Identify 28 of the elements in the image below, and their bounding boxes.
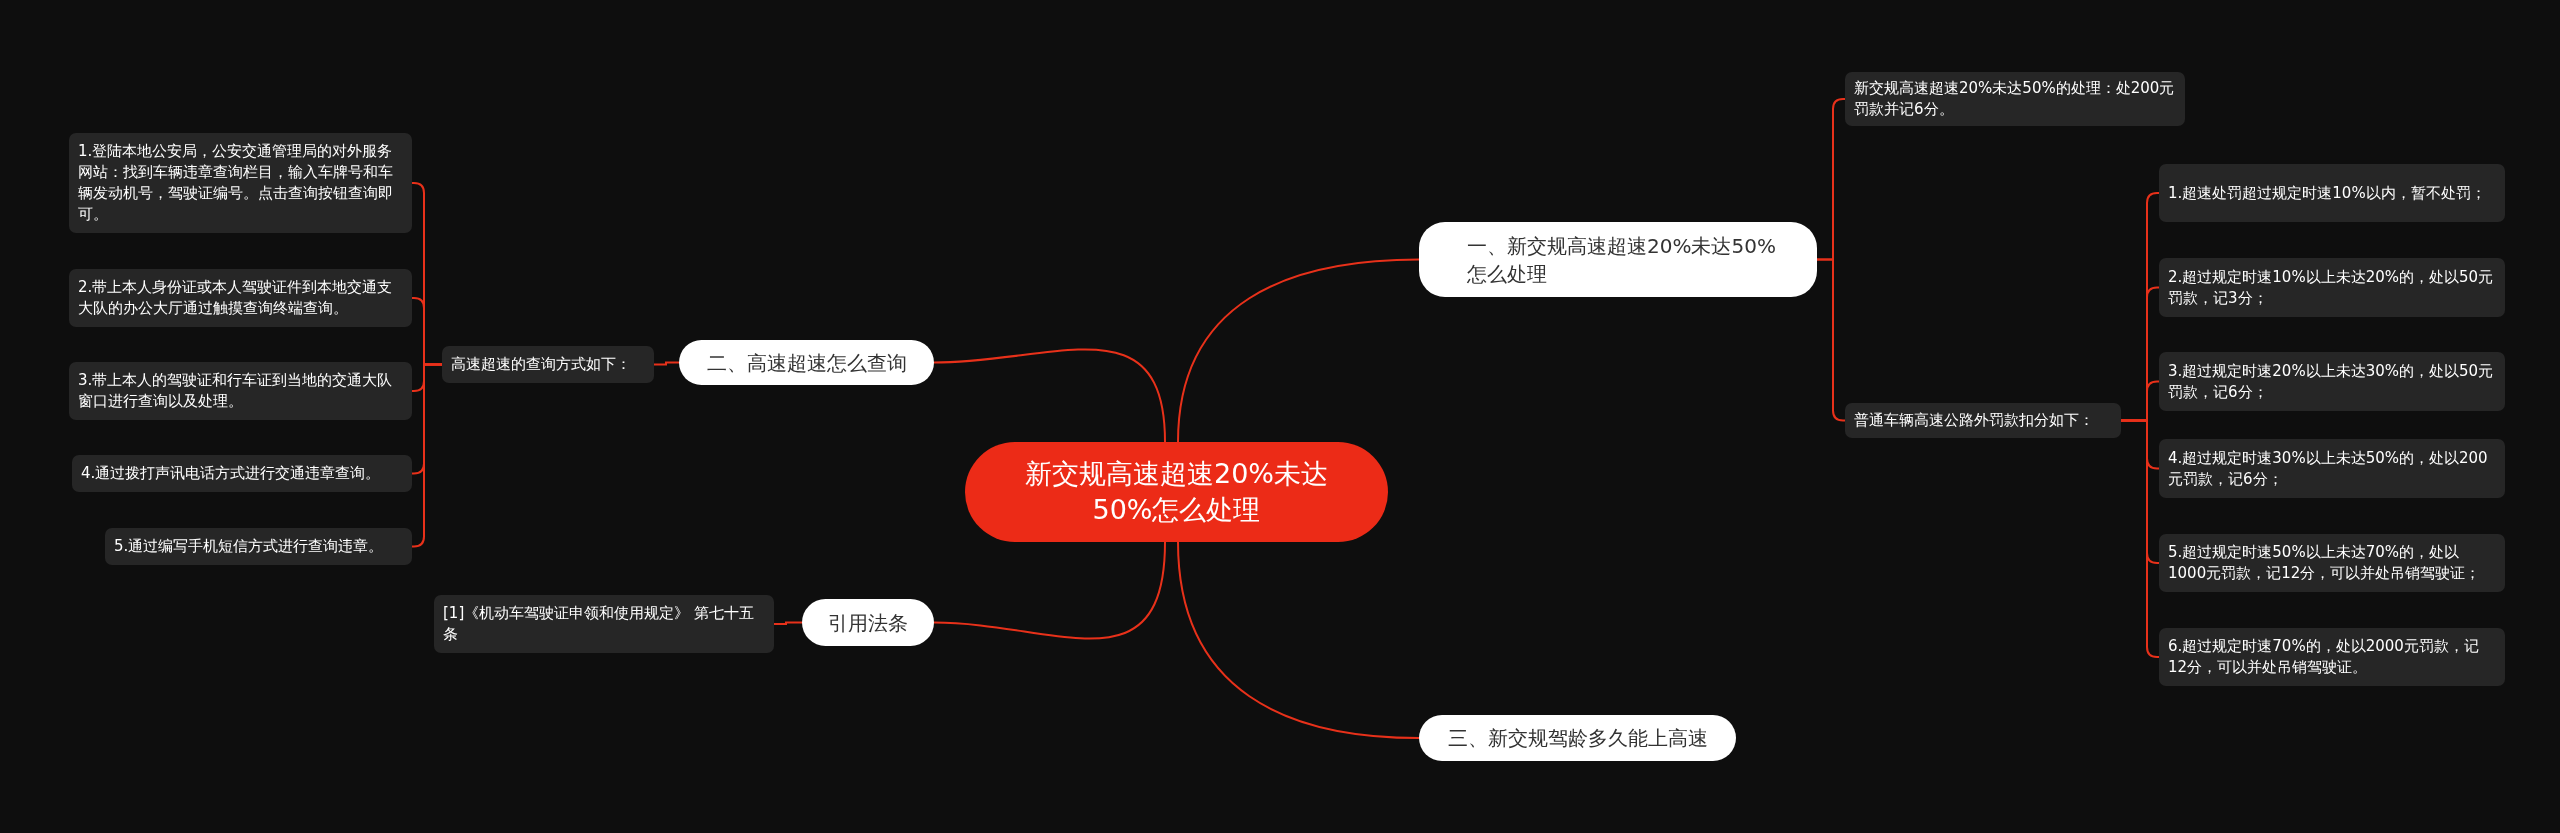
topic-pill: 引用法条 [802,599,934,646]
note-card: 4.超过规定时速30%以上未达50%的，处以200元罚款，记6分； [2159,439,2505,498]
note-card: 5.通过编写手机短信方式进行查询违章。 [105,528,412,565]
note-card: 1.超速处罚超过规定时速10%以内，暂不处罚； [2159,164,2505,222]
topic-pill: 三、新交规驾龄多久能上高速 [1419,715,1736,761]
central-topic: 新交规高速超速20%未达50%怎么处理 [965,442,1388,542]
note-card: 3.带上本人的驾驶证和行车证到当地的交通大队窗口进行查询以及处理。 [69,362,412,420]
topic-pill: 一、新交规高速超速20%未达50%怎么处理 [1419,222,1817,297]
note-card: 3.超过规定时速20%以上未达30%的，处以50元罚款，记6分； [2159,352,2505,411]
note-card: 高速超速的查询方式如下： [442,346,654,383]
connector-line [1816,258,1846,422]
note-card: 5.超过规定时速50%以上未达70%的，处以1000元罚款，记12分，可以并处吊销驾驶证； [2159,534,2505,592]
note-card: 4.通过拨打声讯电话方式进行交通违章查询。 [72,455,412,492]
connector-line [653,361,680,366]
note-card: 2.超过规定时速10%以上未达20%的，处以50元罚款，记3分； [2159,258,2505,317]
connector-line [1177,258,1420,443]
connector-line [933,541,1166,640]
note-card: 新交规高速超速20%未达50%的处理：处200元罚款并记6分。 [1845,72,2185,126]
connector-line [411,363,443,548]
note-card: 2.带上本人身份证或本人驾驶证件到本地交通支大队的办公大厅通过触摸查询终端查询。 [69,269,412,327]
topic-pill: 二、高速超速怎么查询 [679,340,934,385]
note-card: 普通车辆高速公路外罚款扣分如下： [1845,403,2121,438]
note-card: [1]《机动车驾驶证申领和使用规定》 第七十五条 [434,595,774,653]
connector-line [1177,541,1420,739]
connector-line [933,348,1166,443]
note-card: 1.登陆本地公安局，公安交通管理局的对外服务网站：找到车辆违章查询栏目，输入车牌号和车辆发动机号，驾驶证编号。点击查询按钮查询即可。 [69,133,412,233]
connector-line [773,621,803,625]
note-card: 6.超过规定时速70%的，处以2000元罚款，记12分，可以并处吊销驾驶证。 [2159,628,2505,686]
